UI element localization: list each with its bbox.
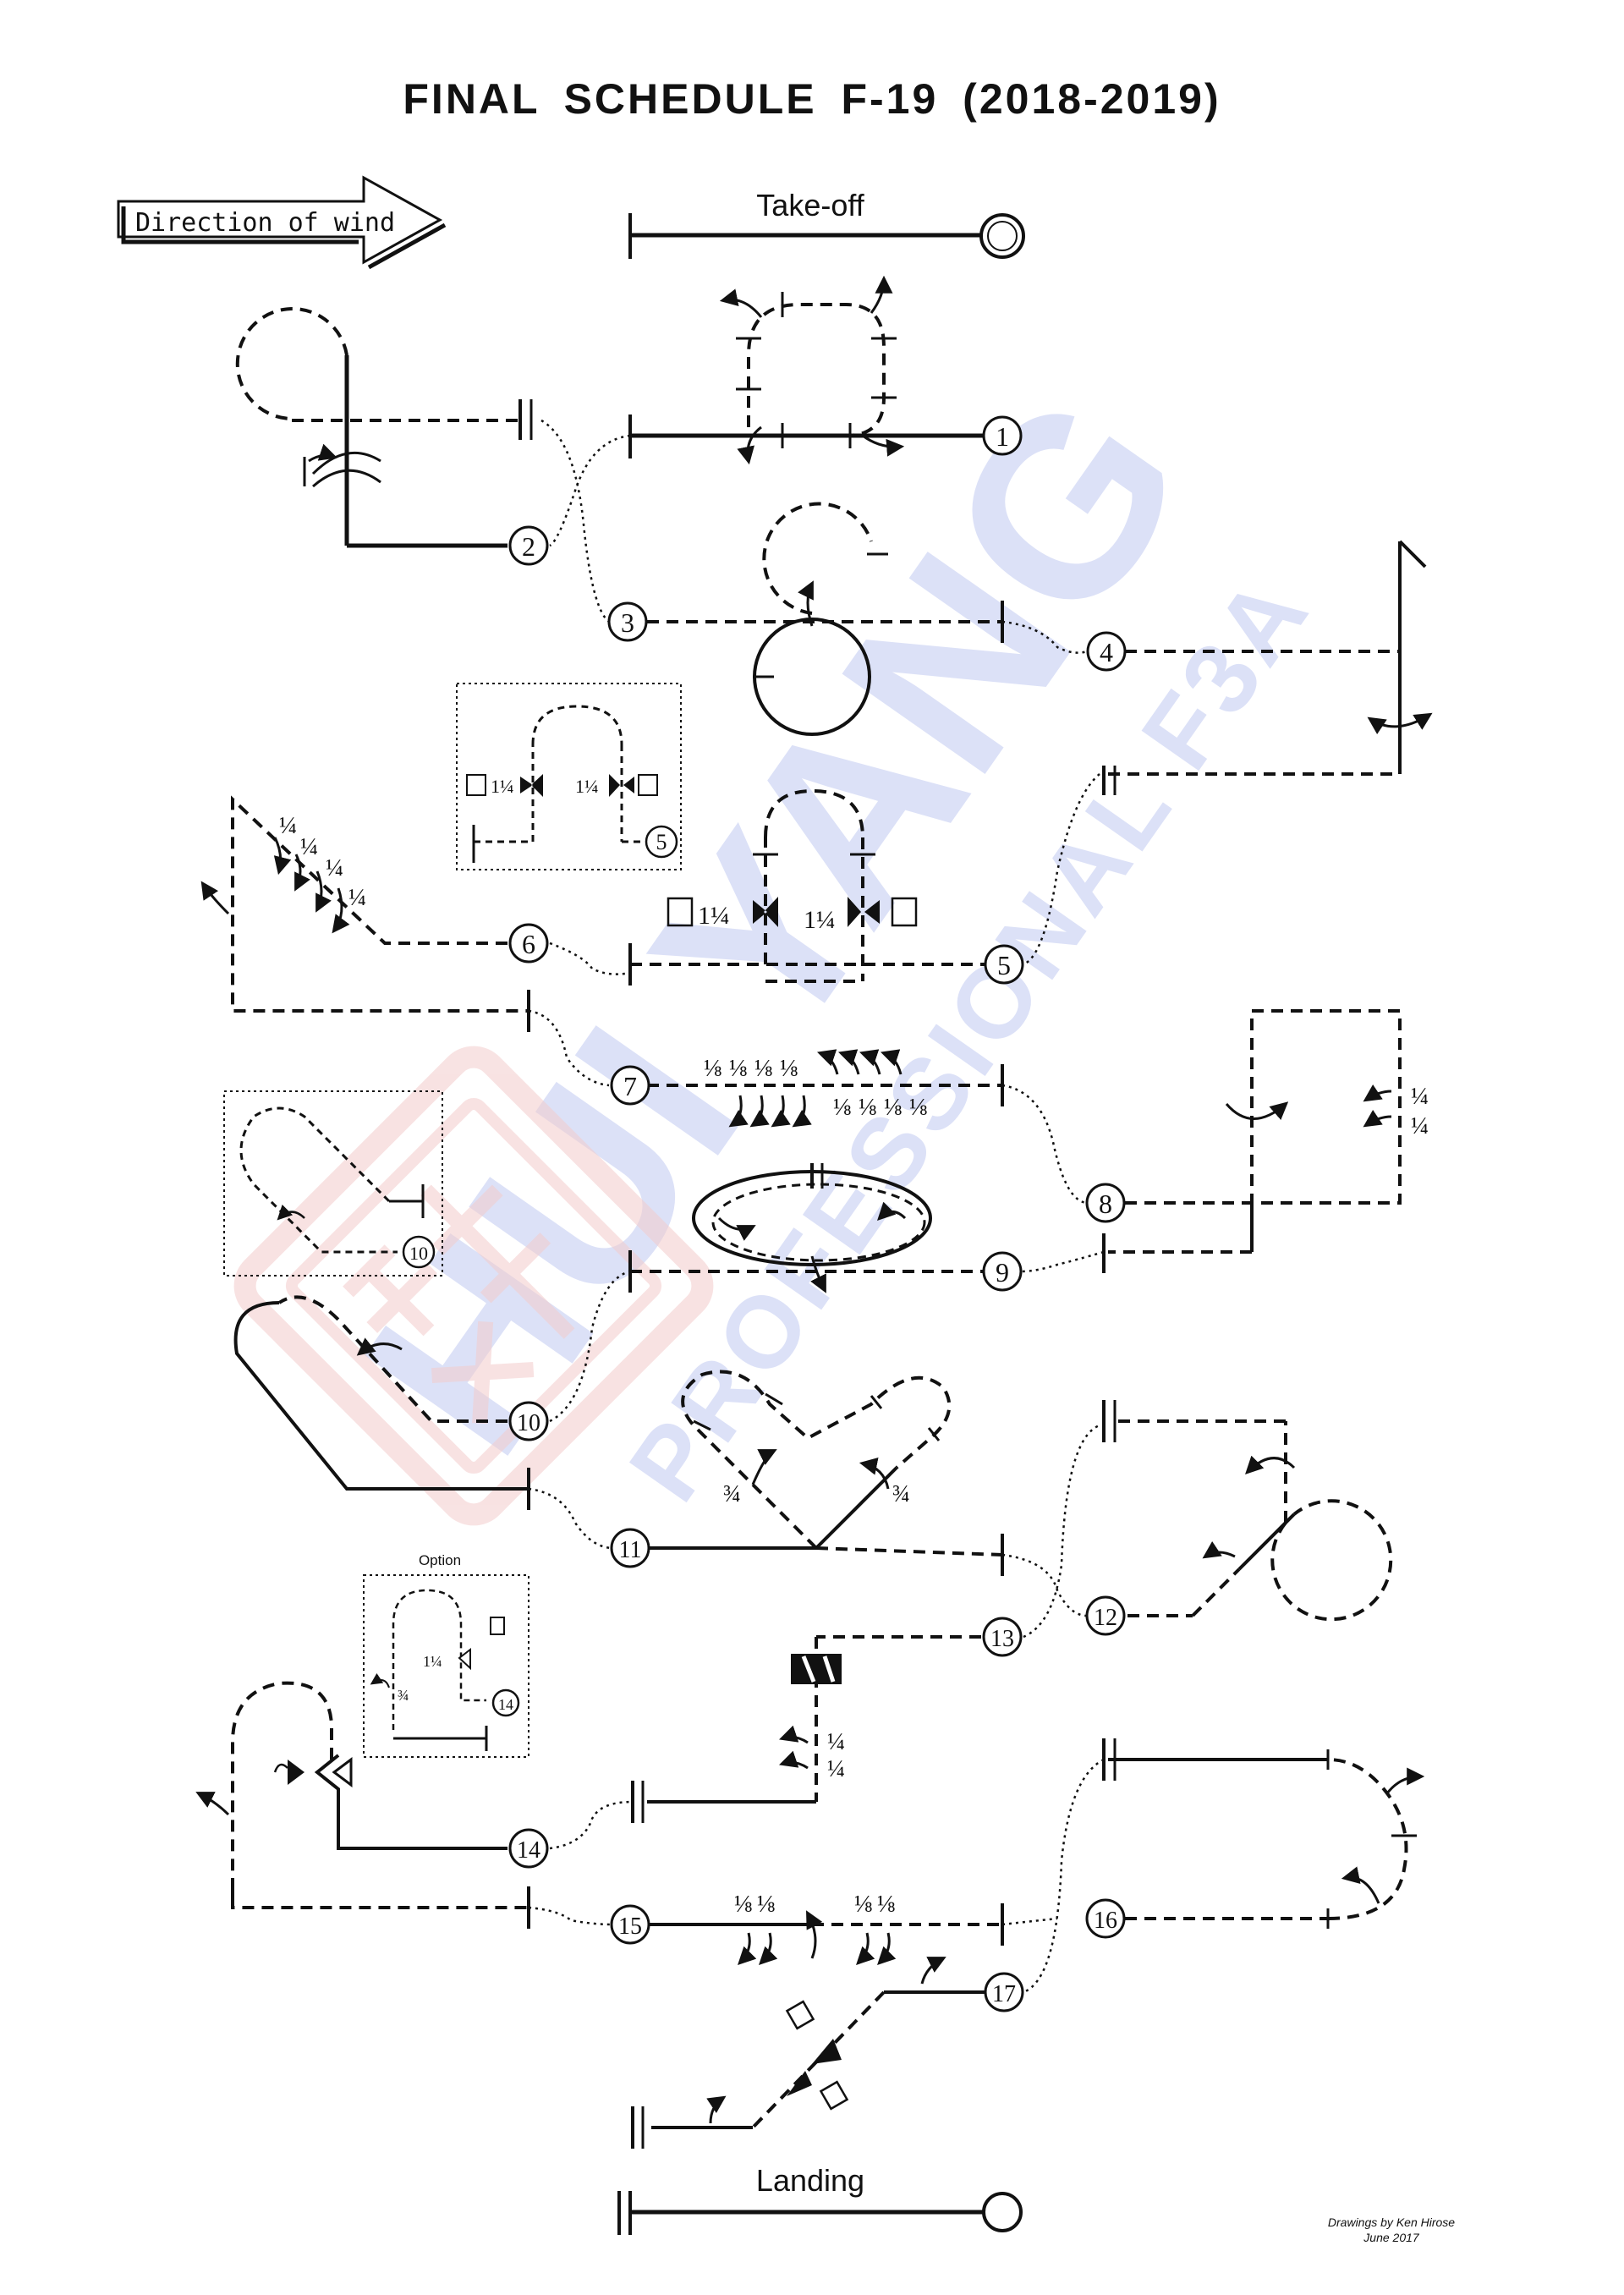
fig-8-frac-2: ¼: [1411, 1113, 1429, 1139]
connector-1-2: [549, 434, 631, 547]
figure-3: 3: [607, 502, 1004, 736]
credit-date: June 2017: [1363, 2231, 1419, 2244]
fig-15-frac-a: ⅛: [734, 1891, 752, 1918]
figure-15: ⅛ ⅛ ⅛ ⅛ 15: [610, 1891, 1004, 1965]
connector-15-16: [1001, 1917, 1058, 1926]
inset-10-number: 10: [409, 1243, 428, 1264]
figure-13-number: 13: [990, 1626, 1014, 1652]
inset-5-frac-left: 1¼: [491, 776, 514, 797]
figure-11-number: 11: [619, 1537, 642, 1563]
figure-5-number: 5: [997, 950, 1011, 980]
figure-17: 17: [631, 1957, 1024, 2149]
figure-1-number: 1: [996, 421, 1009, 452]
fig-6-frac-1: ¼: [279, 813, 297, 839]
inset-5-frac-right: 1¼: [575, 776, 599, 797]
option-label: Option: [419, 1552, 461, 1568]
fig-15-frac-b: ⅛: [757, 1891, 775, 1918]
figure-12: 12: [1085, 1400, 1393, 1636]
fig-13-frac-1: ¼: [827, 1729, 845, 1755]
fig-7-frac-a: ⅛: [704, 1056, 721, 1082]
fig-7-frac-d: ⅛: [780, 1056, 798, 1082]
connector-4-5: [1023, 773, 1100, 966]
wind-direction-sign: Direction of wind: [117, 175, 447, 270]
fig-8-frac-1: ¼: [1411, 1084, 1429, 1110]
figure-9-number: 9: [996, 1257, 1009, 1288]
fig-7-frac-e: ⅛: [833, 1095, 851, 1121]
fig-15-frac-c: ⅛: [854, 1891, 872, 1918]
fig-7-frac-g: ⅛: [884, 1095, 902, 1121]
fig-6-frac-3: ¼: [326, 855, 343, 881]
connector-14-13: [549, 1800, 634, 1850]
figure-8-number: 8: [1099, 1189, 1112, 1219]
figure-1: 1: [628, 275, 1023, 465]
fig-5-frac-right: 1¼: [804, 906, 836, 934]
figure-13: ¼ ¼ 13: [631, 1617, 1023, 1823]
fig-5-frac-left: 1¼: [698, 902, 730, 930]
figure-10-number: 10: [517, 1410, 540, 1436]
figure-2: 2: [235, 307, 549, 566]
fig-7-frac-f: ⅛: [859, 1095, 876, 1121]
fig-13-frac-2: ¼: [827, 1756, 845, 1782]
option-frac-2: ¾: [398, 1687, 409, 1704]
figure-16: 16: [1085, 1738, 1425, 1939]
figure-16-number: 16: [1094, 1908, 1117, 1934]
figure-4-number: 4: [1100, 637, 1113, 667]
figure-9: 9: [628, 1163, 1023, 1293]
fig-7-frac-b: ⅛: [729, 1056, 747, 1082]
figure-8: ¼ ¼ 8: [1085, 1009, 1429, 1273]
figure-6: ¼ ¼ ¼ ¼ 6: [200, 795, 549, 1032]
fig-6-frac-4: ¼: [348, 885, 366, 911]
takeoff-line: Take-off: [628, 188, 1025, 259]
fig-7-frac-c: ⅛: [754, 1056, 772, 1082]
figure-6-number: 6: [522, 929, 535, 959]
connector-10-11: [528, 1487, 614, 1550]
connector-11-12: [1001, 1553, 1088, 1617]
connector-16-17: [1023, 1758, 1105, 1994]
figure-14: 14: [195, 1681, 549, 1929]
figure-5-inset: 1¼ 1¼ 5: [456, 683, 682, 870]
connector-13-12: [1023, 1424, 1100, 1639]
connector-14-15: [528, 1906, 614, 1926]
drawing-credit: Drawings by Ken Hirose June 2017: [1307, 2215, 1476, 2245]
figure-10: 10: [233, 1295, 549, 1510]
landing-line: Landing: [617, 2163, 1023, 2235]
figure-10-inset: 10: [223, 1090, 443, 1277]
credit-author: Drawings by Ken Hirose: [1327, 2215, 1456, 2229]
figure-12-number: 12: [1094, 1605, 1117, 1631]
option-number: 14: [498, 1696, 513, 1713]
figure-11: ¾ ¾ 11: [610, 1370, 1004, 1576]
figure-17-number: 17: [992, 1981, 1016, 2007]
option-inset: Option 1¼ ¾ 14: [363, 1552, 529, 1758]
figure-5: 1¼ 1¼ 5: [628, 788, 1024, 986]
figure-15-number: 15: [618, 1913, 642, 1940]
inset-5-number: 5: [656, 830, 667, 854]
figure-4: 4: [1086, 540, 1433, 795]
fig-7-frac-h: ⅛: [909, 1095, 927, 1121]
connector-7-8: [1001, 1084, 1088, 1205]
figure-7: ⅛ ⅛ ⅛ ⅛ ⅛ ⅛ ⅛ ⅛ 7: [610, 1049, 1004, 1128]
fig-6-frac-2: ¼: [300, 834, 318, 860]
connector-6-5: [549, 942, 631, 975]
takeoff-label: Take-off: [756, 188, 864, 222]
figure-2-number: 2: [522, 531, 535, 562]
figure-14-number: 14: [517, 1837, 540, 1864]
connector-8-9: [1021, 1250, 1105, 1273]
landing-label: Landing: [756, 2163, 864, 2198]
option-frac-1: 1¼: [423, 1653, 442, 1670]
connector-3-4: [1001, 620, 1088, 654]
page-title: FINAL SCHEDULE F-19 (2018-2019): [403, 75, 1221, 123]
figure-7-number: 7: [623, 1071, 637, 1101]
fig-15-frac-d: ⅛: [877, 1891, 895, 1918]
figure-3-number: 3: [621, 607, 634, 638]
wind-label: Direction of wind: [135, 208, 395, 238]
fig-11-frac-left: ¾: [723, 1481, 741, 1507]
connector-2-3: [540, 419, 610, 623]
fig-11-frac-right: ¾: [892, 1481, 910, 1507]
connector-10-9: [549, 1270, 631, 1423]
